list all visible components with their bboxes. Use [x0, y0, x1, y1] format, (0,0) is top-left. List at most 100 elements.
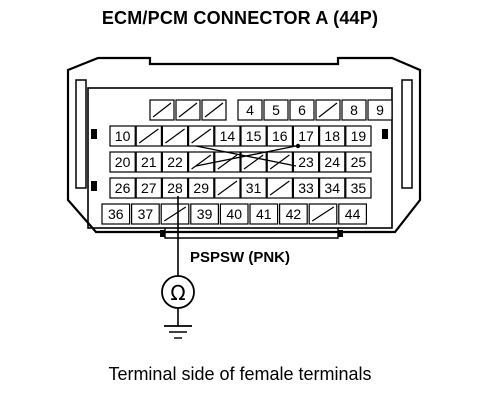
terminal-cell	[109, 177, 136, 199]
terminal-number: 10	[115, 128, 131, 144]
terminal-number: 15	[246, 128, 262, 144]
crossing-line-b	[195, 145, 297, 167]
right-latch	[401, 79, 413, 189]
terminal-26: 26	[109, 177, 136, 199]
terminal-blank	[149, 99, 175, 121]
terminal-34: 34	[319, 177, 346, 199]
terminal-cell	[338, 203, 367, 225]
terminal-number: 33	[298, 180, 314, 196]
unused-terminal-slash	[191, 154, 212, 170]
terminal-15: 15	[240, 125, 267, 147]
terminal-40: 40	[219, 203, 249, 225]
terminal-blank	[188, 125, 215, 147]
terminal-cell	[345, 177, 372, 199]
terminal-cell	[161, 177, 189, 199]
terminal-blank	[161, 125, 189, 147]
terminal-blank	[266, 151, 294, 173]
terminal-number: 27	[141, 180, 157, 196]
terminal-number: 5	[272, 102, 280, 118]
terminal-cell	[109, 151, 136, 173]
terminal-number: 17	[298, 128, 314, 144]
terminal-10: 10	[109, 125, 136, 147]
terminal-blank	[308, 203, 338, 225]
terminal-cell	[214, 125, 241, 147]
connector-title: ECM/PCM CONNECTOR A (44P)	[101, 8, 379, 28]
unused-terminal-slash	[243, 154, 264, 170]
terminal-9: 9	[367, 99, 393, 121]
terminal-cell	[135, 151, 162, 173]
terminal-cell	[266, 125, 294, 147]
terminal-blank	[188, 151, 215, 173]
terminal-5: 5	[263, 99, 289, 121]
terminal-cell	[190, 203, 220, 225]
left-marker-bottom	[91, 181, 97, 191]
terminal-number: 39	[197, 206, 213, 222]
probe-label: PSPSW (PNK)	[190, 249, 290, 266]
unused-terminal-slash	[138, 128, 159, 144]
terminal-number: 22	[167, 154, 183, 170]
terminal-number: 29	[193, 180, 209, 196]
terminal-25: 25	[345, 151, 372, 173]
terminal-cell	[161, 151, 189, 173]
terminal-23: 23	[292, 151, 320, 173]
terminal-cell	[319, 151, 346, 173]
unused-terminal-slash	[204, 102, 224, 118]
terminal-20: 20	[109, 151, 136, 173]
terminal-number: 14	[220, 128, 236, 144]
terminal-44: 44	[338, 203, 367, 225]
terminal-cell	[341, 99, 367, 121]
terminal-cell	[135, 177, 162, 199]
terminal-19: 19	[345, 125, 372, 147]
unused-terminal-slash	[269, 154, 290, 170]
terminal-number: 34	[324, 180, 340, 196]
terminal-36: 36	[101, 203, 131, 225]
terminal-cell	[289, 99, 315, 121]
terminal-blank	[266, 177, 294, 199]
terminal-cell	[237, 99, 263, 121]
right-marker	[382, 129, 388, 139]
terminal-cell	[109, 125, 136, 147]
terminal-cell	[249, 203, 279, 225]
terminal-28: 28	[161, 177, 189, 199]
terminal-cell	[292, 125, 320, 147]
terminal-number: 9	[376, 102, 384, 118]
terminal-number: 25	[351, 154, 367, 170]
unused-terminal-slash	[217, 180, 238, 196]
terminal-blank	[315, 99, 341, 121]
unused-terminal-slash	[178, 102, 198, 118]
terminal-number: 28	[167, 180, 183, 196]
terminal-24: 24	[319, 151, 346, 173]
terminal-number: 44	[345, 206, 361, 222]
unused-terminal-slash	[217, 154, 238, 170]
terminal-cell	[263, 99, 289, 121]
terminal-number: 8	[350, 102, 358, 118]
terminal-number: 31	[246, 180, 262, 196]
terminal-4: 4	[237, 99, 263, 121]
terminal-cell	[292, 151, 320, 173]
terminal-blank	[135, 125, 162, 147]
terminal-39: 39	[190, 203, 220, 225]
terminal-41: 41	[249, 203, 279, 225]
unused-terminal-slash	[269, 180, 290, 196]
terminal-number: 4	[246, 102, 254, 118]
terminal-number: 23	[298, 154, 314, 170]
terminal-number: 35	[351, 180, 367, 196]
terminal-6: 6	[289, 99, 315, 121]
left-latch	[75, 79, 87, 189]
connector-outer-shell	[66, 56, 422, 234]
terminal-number: 20	[115, 154, 131, 170]
bottom-tab-right	[338, 230, 343, 237]
terminal-number: 18	[324, 128, 340, 144]
terminal-blank	[214, 177, 241, 199]
bottom-tab-left	[160, 230, 165, 237]
terminal-37: 37	[131, 203, 160, 225]
unused-terminal-slash	[191, 128, 212, 144]
terminal-number: 36	[108, 206, 124, 222]
terminal-cell	[131, 203, 160, 225]
terminal-number: 40	[226, 206, 242, 222]
terminal-cell	[319, 125, 346, 147]
terminal-number: 16	[272, 128, 288, 144]
ohm-icon: Ω	[170, 281, 185, 305]
terminal-22: 22	[161, 151, 189, 173]
terminal-number: 6	[298, 102, 306, 118]
